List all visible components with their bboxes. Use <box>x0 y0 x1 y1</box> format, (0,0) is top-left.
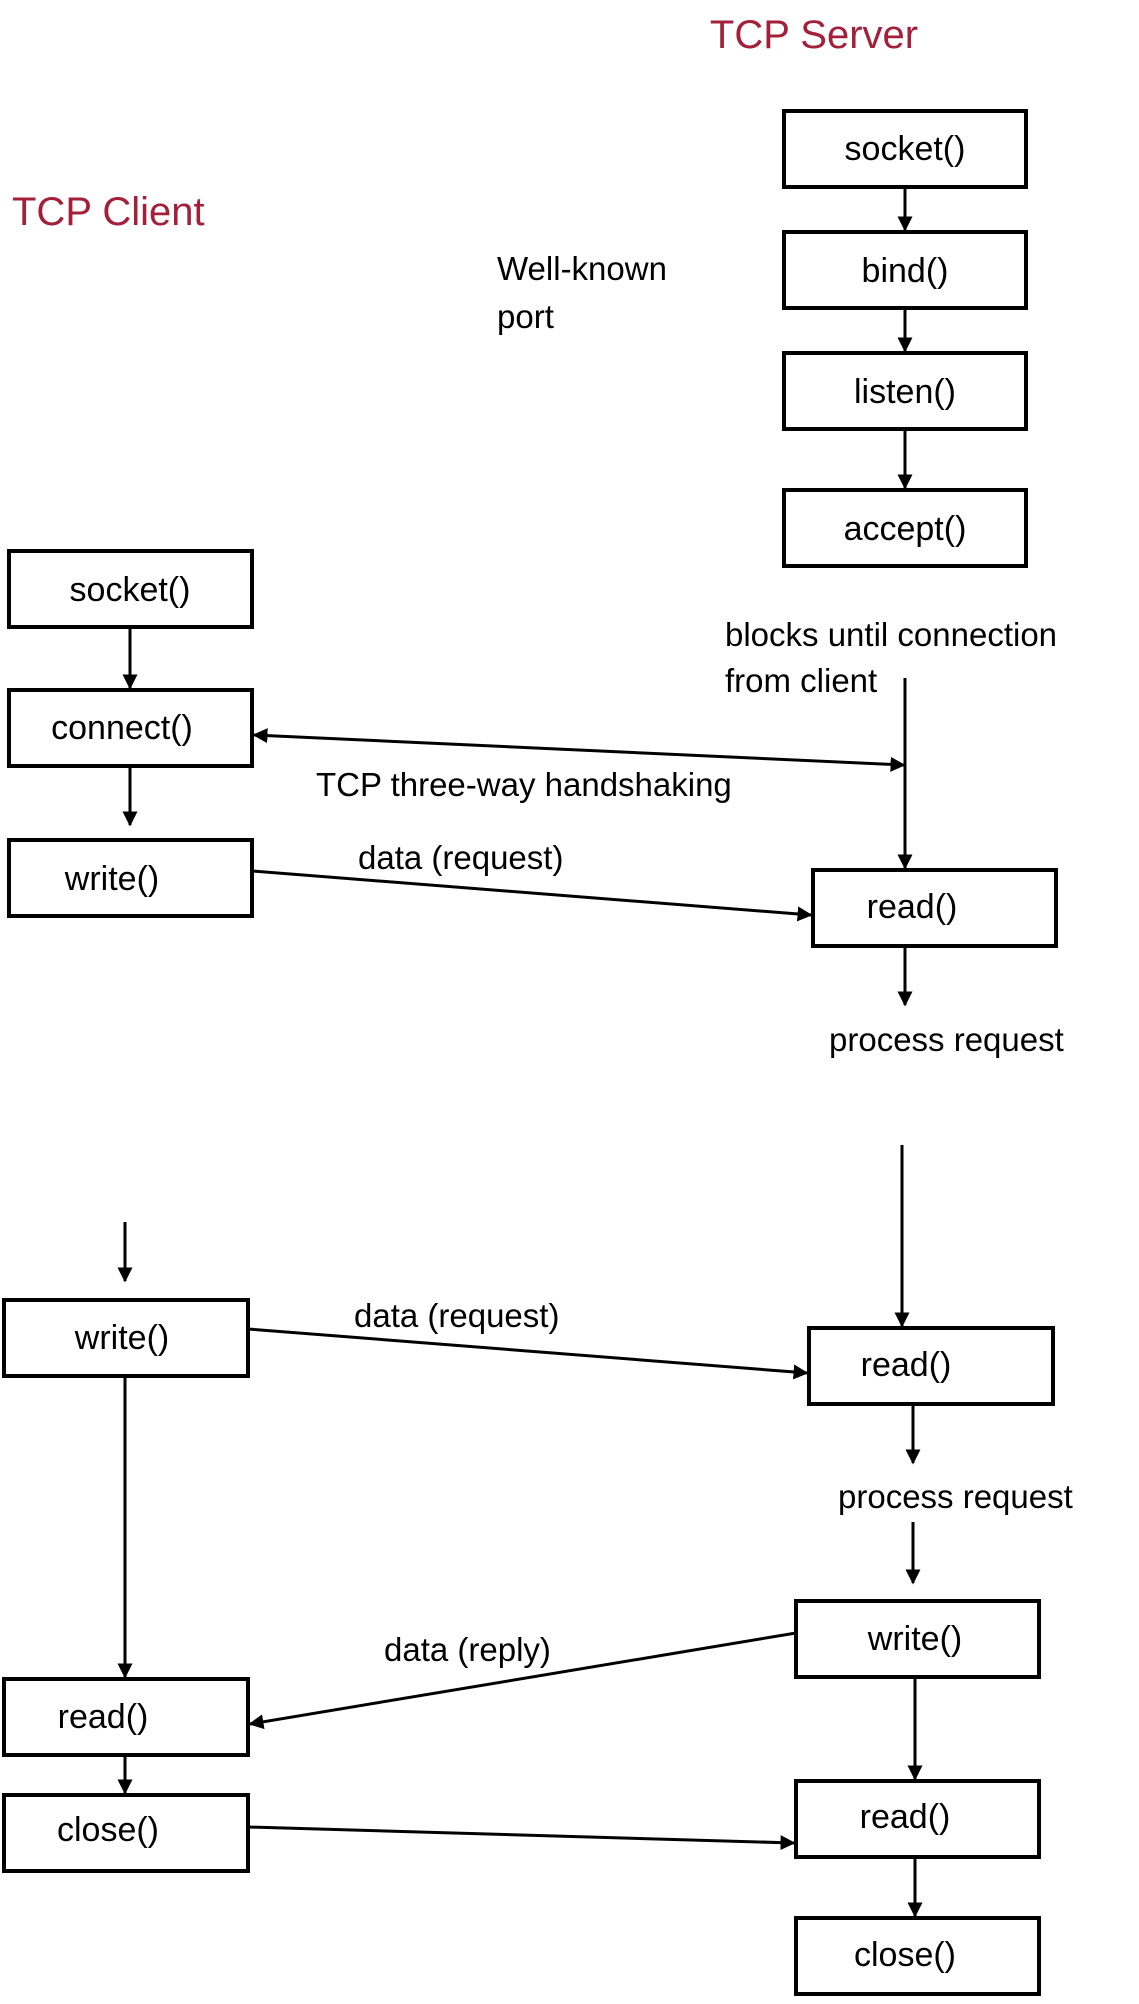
server-socket-label: socket() <box>845 130 966 168</box>
data-request-label-2: data (request) <box>354 1297 559 1334</box>
server-write-label: write() <box>867 1620 962 1658</box>
data-reply-arrow <box>248 1631 797 1730</box>
client-close-label: close() <box>57 1811 159 1849</box>
server-accept-box: accept() <box>782 488 1028 568</box>
data-reply-label: data (reply) <box>384 1631 551 1668</box>
client-write-box-2: write() <box>2 1298 250 1378</box>
three-way-handshake-label: TCP three-way handshaking <box>316 766 732 803</box>
server-read-label-1: read() <box>867 888 958 926</box>
server-write-box: write() <box>794 1599 1041 1679</box>
process-request-label-2: process request <box>838 1478 1073 1515</box>
server-read-label-2: read() <box>861 1346 952 1384</box>
client-connect-box: connect() <box>7 688 254 768</box>
server-read-box-1: read() <box>811 868 1058 948</box>
blocks-until-connection-note-line2: from client <box>725 662 877 699</box>
handshake-double-arrow <box>252 728 906 772</box>
client-write-label-1: write() <box>64 860 159 898</box>
client-connect-label: connect() <box>51 709 193 747</box>
server-read-box-3: read() <box>794 1779 1041 1859</box>
client-read-box: read() <box>2 1677 250 1757</box>
data-request-arrow-1 <box>251 869 813 922</box>
server-bind-box: bind() <box>782 230 1028 310</box>
server-close-box: close() <box>794 1916 1041 1996</box>
client-write-label-2: write() <box>74 1319 169 1357</box>
server-bind-label: bind() <box>862 252 949 290</box>
server-close-label: close() <box>854 1936 956 1974</box>
client-read-label: read() <box>58 1698 149 1736</box>
well-known-port-label-line1: Well-known <box>497 250 667 287</box>
client-close-box: close() <box>2 1793 250 1873</box>
server-listen-box: listen() <box>782 351 1028 431</box>
server-read-box-2: read() <box>807 1326 1055 1406</box>
server-socket-box: socket() <box>782 109 1028 189</box>
server-accept-label: accept() <box>844 510 967 548</box>
data-request-arrow-2 <box>247 1327 809 1380</box>
client-socket-label: socket() <box>70 571 191 609</box>
server-read-label-3: read() <box>860 1798 951 1836</box>
process-request-label-1: process request <box>829 1021 1064 1058</box>
server-listen-label: listen() <box>854 373 956 411</box>
client-write-box-1: write() <box>7 838 254 918</box>
data-request-label-1: data (request) <box>358 839 563 876</box>
blocks-until-connection-note-line1: blocks until connection <box>725 616 1057 653</box>
well-known-port-label-line2: port <box>497 298 554 335</box>
close-notify-arrow <box>247 1825 796 1851</box>
client-title: TCP Client <box>12 190 205 234</box>
server-title: TCP Server <box>710 13 918 57</box>
client-socket-box: socket() <box>7 549 254 629</box>
